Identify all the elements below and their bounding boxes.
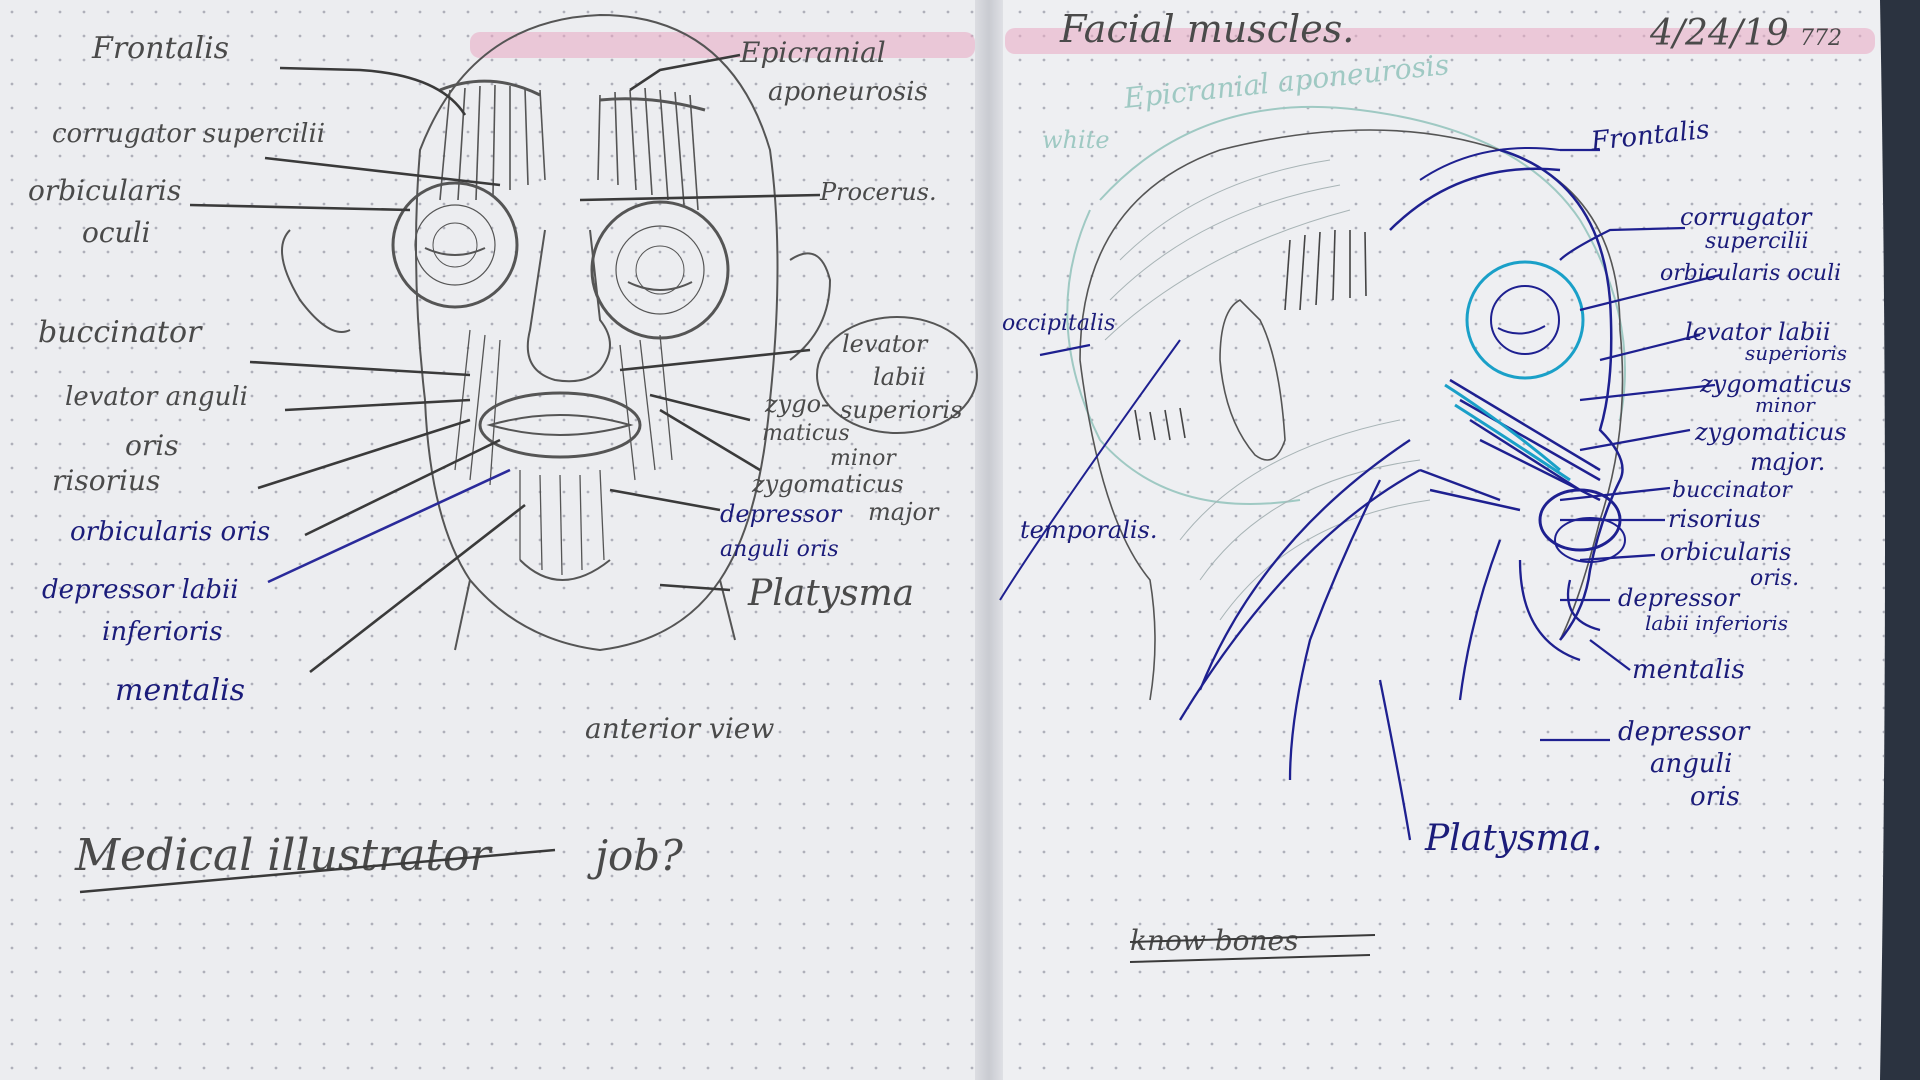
left-navy-labels: orbicularis oris depressor labii inferio… [42, 500, 843, 708]
label-zygo-major-1: zygomaticus [751, 470, 904, 498]
label-depressor-labii-2: inferioris [102, 617, 223, 647]
label-risorius: risorius [52, 464, 160, 497]
label-anterior-view: anterior view [585, 712, 774, 745]
know-bones-underline [1129, 954, 1371, 963]
label-mentalis-right: mentalis [1632, 655, 1745, 685]
right-labels: Frontalis corrugator supercilii orbicula… [1002, 115, 1852, 859]
highlighter-right [1005, 28, 1875, 54]
label-frontalis: Frontalis [91, 31, 229, 66]
label-depressor-labii-right-1: depressor [1618, 584, 1741, 612]
label-depressor-labii-right-2: labii inferioris [1645, 611, 1788, 635]
depressor-labii-leader [267, 468, 511, 584]
label-depressor-anguli-right-2: anguli [1650, 749, 1732, 779]
label-occipitalis: occipitalis [1002, 311, 1115, 336]
label-platysma: Platysma [747, 573, 914, 614]
label-depressor-anguli-2: anguli oris [720, 537, 839, 562]
label-temporalis: temporalis. [1020, 516, 1158, 544]
label-orbicularis-oris: orbicularis oris [70, 517, 270, 547]
label-risorius-right: risorius [1668, 505, 1761, 533]
label-corrugator: corrugator supercilii [52, 119, 325, 149]
label-zygo-major-right-2: major. [1750, 448, 1825, 476]
page-title: Facial muscles. [1059, 7, 1354, 51]
left-labels: Frontalis Epicranial aponeurosis corruga… [28, 31, 962, 745]
label-job: job? [587, 831, 683, 880]
label-levator-2: labii [873, 363, 926, 391]
page-date: 4/24/19 [1649, 13, 1789, 54]
anterior-face-sketch [281, 13, 832, 652]
label-aponeurosis: aponeurosis [768, 77, 928, 107]
label-depressor-anguli-right-1: depressor [1618, 717, 1751, 747]
label-depressor-labii-1: depressor labii [42, 575, 239, 605]
label-platysma-right: Platysma. [1424, 818, 1603, 859]
know-bones-strike [1129, 934, 1376, 943]
label-medical-illustrator: Medical illustrator [74, 830, 494, 881]
levator-circle [816, 316, 978, 434]
label-levator-right-1: levator labii [1685, 318, 1831, 346]
label-levator-1: levator [842, 330, 929, 358]
label-orbicularis-oris-right-2: oris. [1750, 566, 1799, 591]
label-levator-anguli: levator anguli [65, 382, 248, 412]
label-orbicularis-oris-right-1: orbicularis [1660, 538, 1791, 566]
right-leader-lines [1039, 148, 1721, 742]
label-zygo-minor-2: maticus [762, 421, 850, 446]
left-leader-lines [189, 53, 821, 674]
right-page [990, 0, 1885, 1080]
label-zygo-minor-right-2: minor [1755, 393, 1816, 417]
label-depressor-anguli-right-3: oris [1690, 782, 1740, 812]
label-corrugator-2: supercilii [1705, 229, 1809, 254]
label-zygo-minor-1: zygo- [764, 390, 829, 418]
label-orbicularis: orbicularis [28, 174, 181, 207]
highlighter-left [470, 32, 975, 58]
gutter [975, 0, 1003, 1080]
right-header: Facial muscles. 4/24/19 772 [1059, 7, 1842, 54]
label-mentalis: mentalis [115, 673, 245, 708]
career-underline [79, 848, 556, 894]
label-zygo-major-2: major [868, 498, 940, 526]
career-note: Medical illustrator job? [74, 830, 683, 894]
label-oculi: oculi [82, 216, 150, 249]
label-buccinator-right: buccinator [1672, 478, 1793, 503]
label-epicranial: Epicranial [739, 36, 886, 69]
label-oris: oris [125, 429, 179, 462]
label-zygo-minor-3: minor [830, 446, 897, 471]
label-procerus: Procerus. [819, 178, 937, 206]
page-date-suffix: 772 [1800, 26, 1842, 51]
label-depressor-anguli-1: depressor [720, 500, 843, 528]
label-orbicularis-oculi-right: orbicularis oculi [1660, 261, 1841, 286]
know-bones-note: know bones [1129, 924, 1376, 963]
label-zygo-major-right-1: zygomaticus [1694, 418, 1847, 446]
label-buccinator: buccinator [38, 315, 203, 350]
label-levator-3: superioris [840, 396, 962, 424]
label-levator-right-2: superioris [1745, 341, 1847, 365]
label-zygo-minor-right-1: zygomaticus [1699, 370, 1852, 398]
label-corrugator-1: corrugator [1680, 203, 1813, 231]
label-white: white [1042, 126, 1110, 154]
